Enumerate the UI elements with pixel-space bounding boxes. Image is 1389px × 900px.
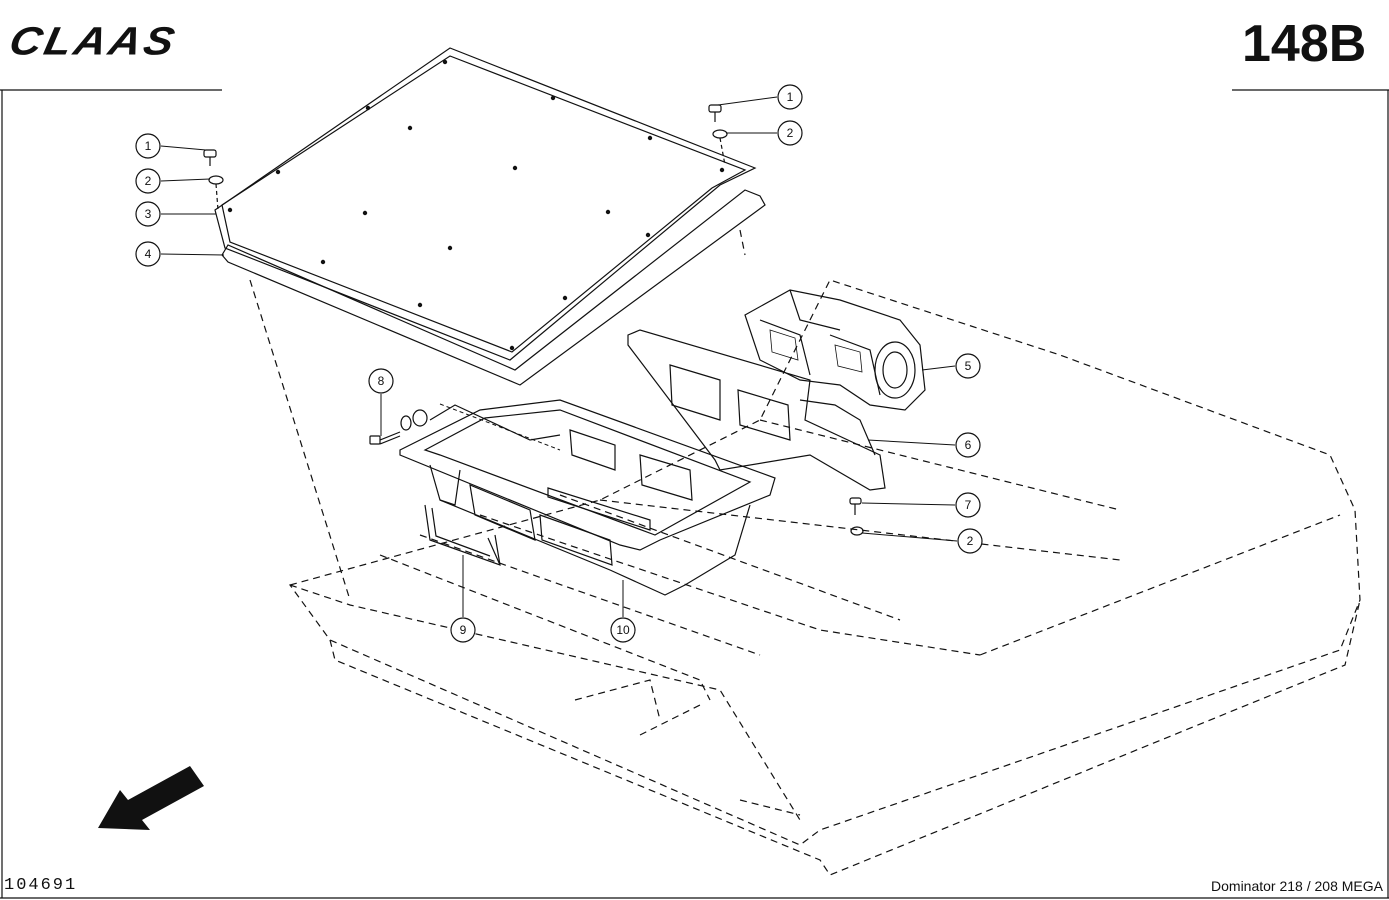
model-name: Dominator 218 / 208 MEGA	[1211, 878, 1383, 894]
nut-8	[412, 409, 428, 427]
callout-label: 7	[965, 498, 972, 512]
callout-group: 1 2 3 4 1 2 5	[135, 84, 983, 643]
roof-seal	[221, 189, 766, 386]
duct-plate	[627, 329, 886, 491]
callout-label: 3	[145, 207, 152, 221]
lower-housing	[399, 399, 776, 596]
washer-left	[208, 175, 224, 185]
callout-5: 5	[955, 353, 981, 379]
callout-8: 8	[368, 368, 394, 394]
bolt-7	[849, 497, 862, 515]
roof-panel	[214, 47, 757, 361]
callout-2a: 2	[135, 168, 161, 194]
callout-label: 9	[460, 623, 467, 637]
direction-arrow-icon	[98, 766, 204, 830]
callout-3: 3	[135, 201, 161, 227]
washer-8	[400, 415, 412, 431]
bolt-left	[203, 149, 217, 166]
callout-9: 9	[450, 617, 476, 643]
callout-label: 6	[965, 438, 972, 452]
leader-lines	[160, 96, 958, 617]
blower-unit	[744, 289, 926, 411]
callout-label: 2	[787, 126, 794, 140]
callout-1b: 1	[777, 84, 803, 110]
bracket	[424, 504, 501, 566]
callout-4: 4	[135, 241, 161, 267]
callout-label: 2	[967, 534, 974, 548]
callout-label: 1	[787, 90, 794, 104]
callout-10: 10	[610, 617, 636, 643]
callout-1a: 1	[135, 133, 161, 159]
callout-label: 8	[378, 374, 385, 388]
callout-2c: 2	[957, 528, 983, 554]
cab-roof-outline	[249, 229, 1361, 876]
callout-label: 10	[616, 623, 630, 637]
callout-6: 6	[955, 432, 981, 458]
callout-7: 7	[955, 492, 981, 518]
callout-label: 2	[145, 174, 152, 188]
document-number: 104691	[4, 876, 78, 895]
bolt-8	[369, 431, 401, 445]
callout-label: 4	[145, 247, 152, 261]
callout-label: 5	[965, 359, 972, 373]
bolt-right	[708, 104, 722, 122]
washer-7	[850, 526, 864, 536]
sheet-number: 148B	[1242, 15, 1367, 73]
callout-2b: 2	[777, 120, 803, 146]
callout-label: 1	[145, 139, 152, 153]
washer-right	[712, 129, 728, 139]
